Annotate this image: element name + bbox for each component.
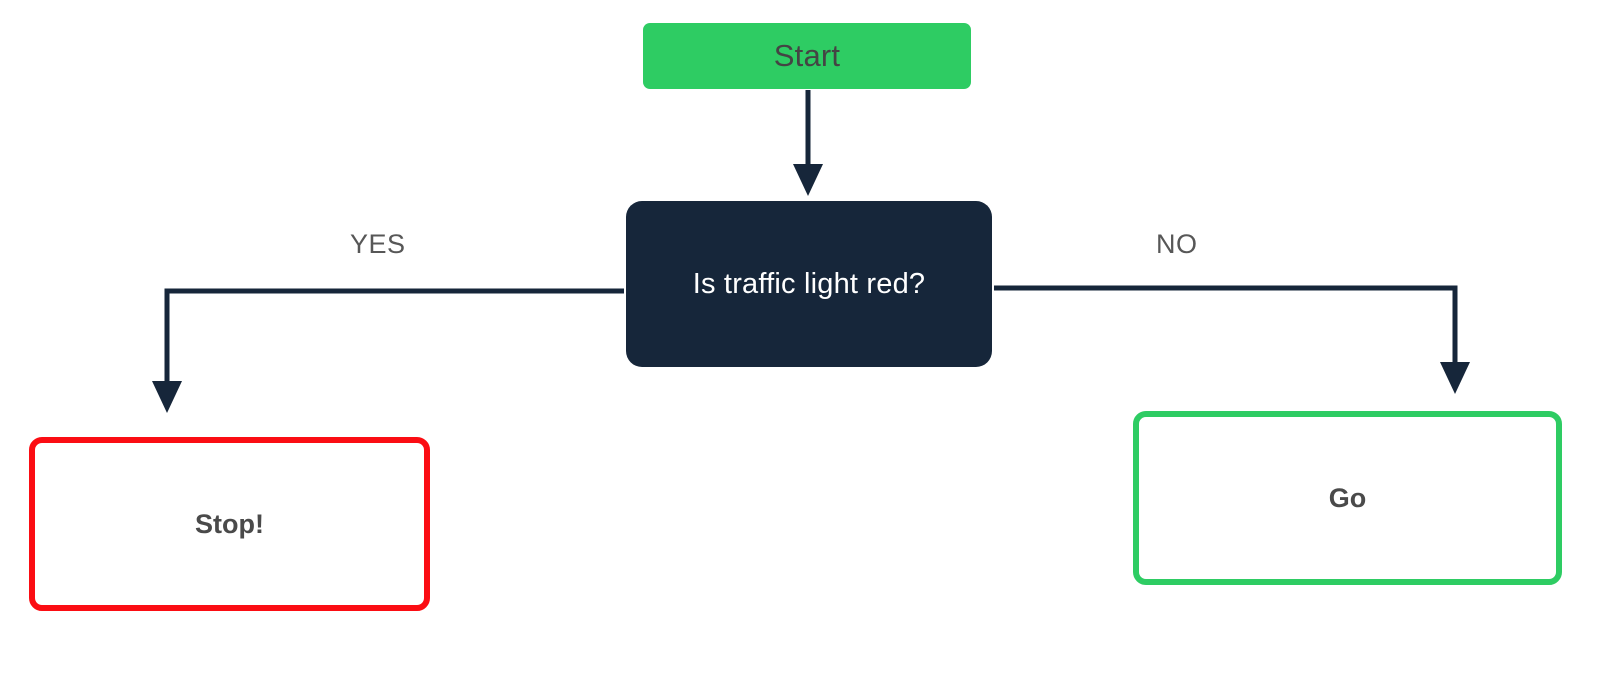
node-stop-label: Stop! <box>195 508 264 539</box>
edge-label-no: NO <box>1156 229 1198 259</box>
node-decision-label: Is traffic light red? <box>692 267 926 300</box>
node-decision[interactable]: Is traffic light red? <box>626 201 992 367</box>
node-start[interactable]: Start <box>643 23 971 89</box>
edge-decision-to-go <box>994 285 1470 394</box>
node-go[interactable]: Go <box>1133 411 1562 585</box>
edge-decision-to-stop <box>152 288 624 413</box>
edge-label-yes: YES <box>350 229 406 259</box>
node-go-label: Go <box>1328 482 1367 513</box>
node-start-label: Start <box>773 38 841 73</box>
node-stop[interactable]: Stop! <box>29 437 430 611</box>
